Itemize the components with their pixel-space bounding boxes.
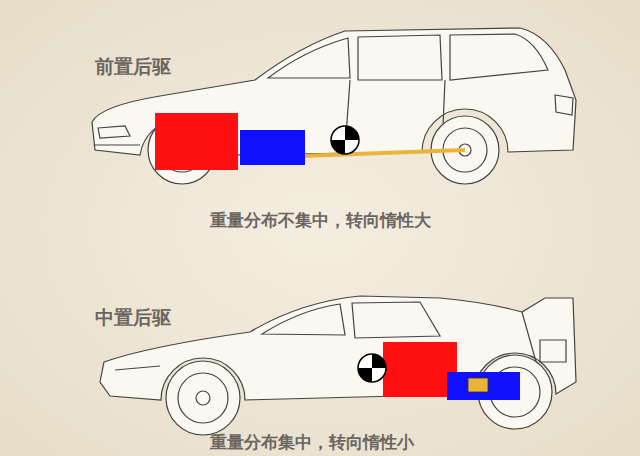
gearbox-block	[447, 372, 520, 400]
wagon-car	[92, 28, 576, 184]
differential	[468, 378, 488, 392]
gearbox-block	[240, 130, 305, 165]
center-of-gravity	[331, 126, 359, 154]
section-heading: 中置后驱	[95, 305, 171, 331]
engine-block	[383, 342, 457, 397]
drive-shaft	[300, 150, 465, 156]
caption-note: 重量分布不集中，转向惰性大	[210, 209, 431, 232]
center-of-gravity	[358, 354, 386, 382]
sports-car	[100, 296, 576, 435]
engine-block	[155, 113, 238, 170]
section-heading: 前置后驱	[95, 54, 171, 80]
caption-note: 重量分布集中，转向惰性小	[210, 431, 414, 454]
